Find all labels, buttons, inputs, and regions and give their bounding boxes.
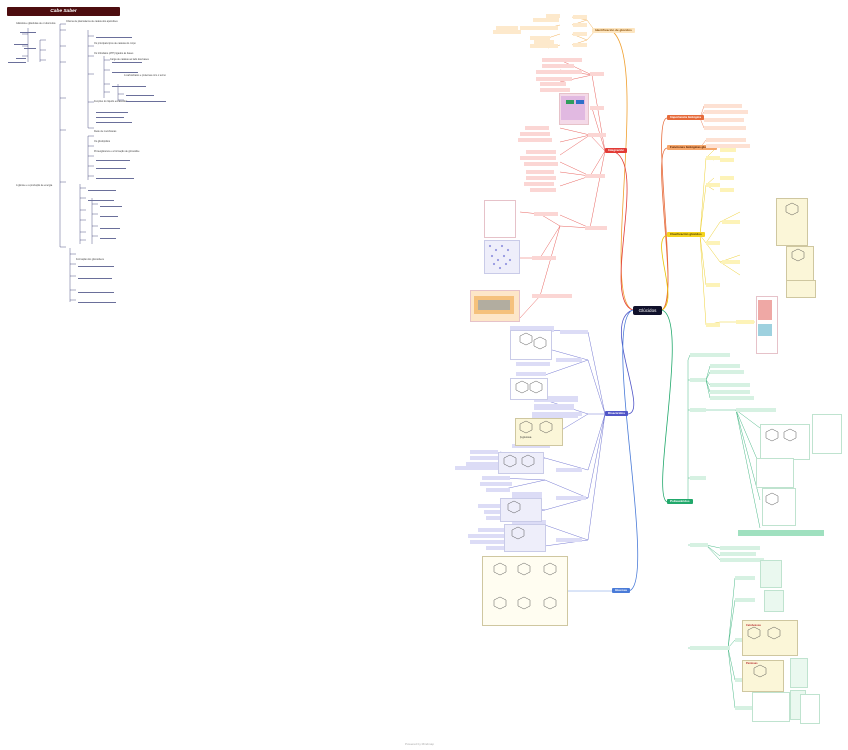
footer-credit: Powered by Mindmap [405, 742, 434, 746]
